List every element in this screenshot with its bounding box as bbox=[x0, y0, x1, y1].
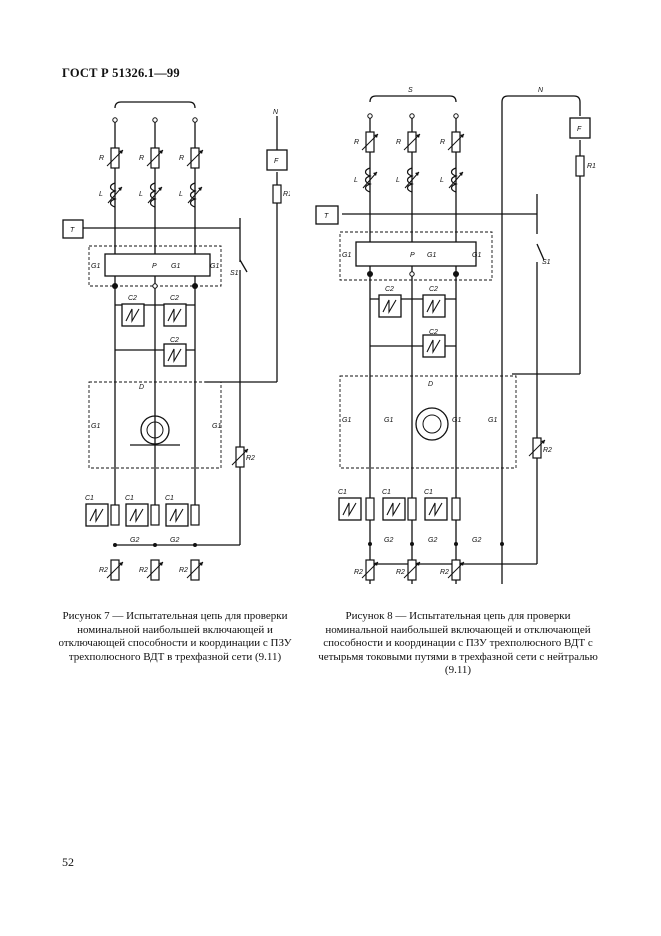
document-header: ГОСТ Р 51326.1—99 bbox=[62, 66, 180, 80]
svg-text:N: N bbox=[538, 87, 544, 94]
svg-text:S: S bbox=[408, 87, 413, 94]
svg-text:G2: G2 bbox=[428, 537, 437, 544]
svg-text:L: L bbox=[396, 177, 400, 184]
svg-text:G1: G1 bbox=[171, 263, 180, 270]
svg-text:R1: R1 bbox=[283, 191, 290, 198]
svg-text:R: R bbox=[440, 139, 445, 146]
svg-text:G1: G1 bbox=[212, 423, 221, 430]
svg-text:R: R bbox=[139, 155, 144, 162]
svg-text:C1: C1 bbox=[165, 495, 174, 502]
svg-text:G1: G1 bbox=[342, 252, 351, 259]
svg-text:G1: G1 bbox=[384, 417, 393, 424]
svg-text:C2: C2 bbox=[429, 286, 438, 293]
svg-text:P: P bbox=[152, 263, 157, 270]
svg-text:R2: R2 bbox=[440, 569, 449, 576]
svg-text:S1: S1 bbox=[230, 270, 239, 277]
svg-text:G1: G1 bbox=[452, 417, 461, 424]
svg-text:R2: R2 bbox=[139, 567, 148, 574]
svg-text:R: R bbox=[179, 155, 184, 162]
svg-text:C1: C1 bbox=[424, 489, 433, 496]
svg-text:R: R bbox=[354, 139, 359, 146]
svg-text:G1: G1 bbox=[91, 263, 100, 270]
svg-text:C1: C1 bbox=[338, 489, 347, 496]
svg-text:R: R bbox=[99, 155, 104, 162]
svg-text:G2: G2 bbox=[384, 537, 393, 544]
svg-text:G1: G1 bbox=[210, 263, 219, 270]
svg-text:G2: G2 bbox=[130, 537, 139, 544]
svg-text:G1: G1 bbox=[91, 423, 100, 430]
svg-text:C1: C1 bbox=[85, 495, 94, 502]
svg-text:C2: C2 bbox=[170, 295, 179, 302]
svg-text:R2: R2 bbox=[246, 455, 255, 462]
svg-text:L: L bbox=[99, 191, 103, 198]
svg-text:R: R bbox=[396, 139, 401, 146]
svg-text:L: L bbox=[440, 177, 444, 184]
figure-8-caption: Рисунок 8 — Испытательная цепь для прове… bbox=[318, 610, 598, 677]
svg-text:C1: C1 bbox=[125, 495, 134, 502]
svg-text:G2: G2 bbox=[472, 537, 481, 544]
svg-text:C2: C2 bbox=[385, 286, 394, 293]
svg-text:R2: R2 bbox=[354, 569, 363, 576]
figure-7-caption: Рисунок 7 — Испытательная цепь для прове… bbox=[58, 610, 292, 663]
svg-text:C2: C2 bbox=[429, 329, 438, 336]
svg-text:S1: S1 bbox=[542, 259, 551, 266]
svg-text:T: T bbox=[324, 213, 329, 220]
svg-text:G1: G1 bbox=[342, 417, 351, 424]
svg-text:R2: R2 bbox=[99, 567, 108, 574]
svg-text:S: S bbox=[151, 100, 156, 102]
svg-text:D: D bbox=[428, 381, 433, 388]
svg-text:L: L bbox=[139, 191, 143, 198]
svg-text:T: T bbox=[70, 227, 75, 234]
svg-text:G2: G2 bbox=[170, 537, 179, 544]
svg-text:R1: R1 bbox=[587, 163, 596, 170]
svg-text:G1: G1 bbox=[427, 252, 436, 259]
svg-text:D: D bbox=[139, 384, 144, 391]
svg-text:R2: R2 bbox=[543, 447, 552, 454]
svg-text:C2: C2 bbox=[170, 337, 179, 344]
svg-text:C1: C1 bbox=[382, 489, 391, 496]
page-number: 52 bbox=[62, 855, 74, 869]
svg-text:N: N bbox=[273, 109, 279, 116]
svg-text:P: P bbox=[410, 252, 415, 259]
svg-text:L: L bbox=[354, 177, 358, 184]
svg-text:R2: R2 bbox=[396, 569, 405, 576]
svg-text:L: L bbox=[179, 191, 183, 198]
svg-text:F: F bbox=[274, 158, 279, 165]
svg-text:F: F bbox=[577, 126, 582, 133]
svg-text:G1: G1 bbox=[472, 252, 481, 259]
svg-text:G1: G1 bbox=[488, 417, 497, 424]
svg-text:R2: R2 bbox=[179, 567, 188, 574]
svg-text:C2: C2 bbox=[128, 295, 137, 302]
